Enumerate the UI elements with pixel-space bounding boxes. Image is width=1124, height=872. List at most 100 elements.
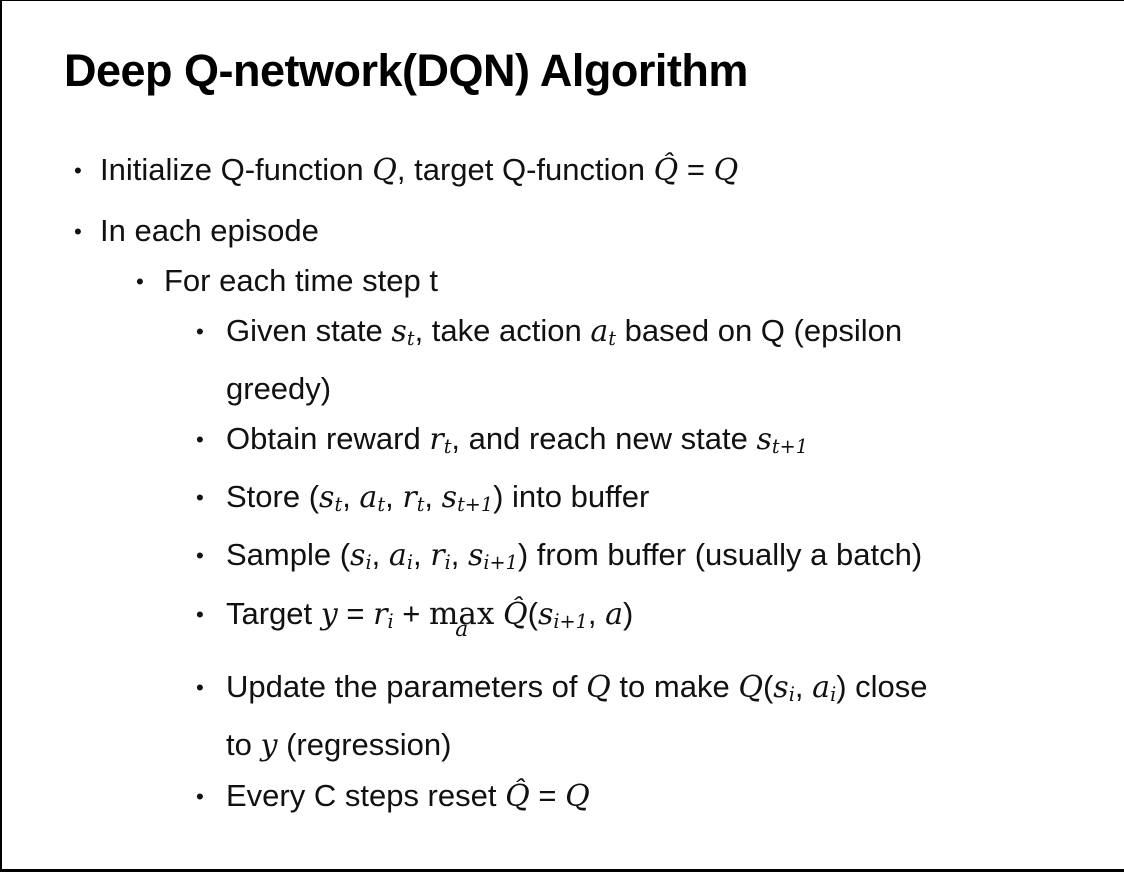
text-segment: , [587,595,606,631]
math-segment: t+1 [771,435,808,459]
math-segment: t [406,326,415,350]
text-segment: , [794,668,813,704]
text-segment: Store ( [226,479,320,515]
text-segment: greedy) [226,370,332,406]
math-segment: t [377,493,386,517]
text-segment: , [342,479,360,515]
math-segment: i [387,609,394,633]
math-segment: r [373,596,388,632]
math-segment: s [391,313,407,349]
math-segment: s [441,480,458,516]
bullet-item: • Sample (si, ai, ri, si+1) from buffer (… [64,530,1092,588]
bullet-item: •Initialize Q-function Q, target Q-funct… [64,145,1098,196]
text-segment [494,596,503,631]
text-segment: , [450,537,468,573]
math-segment: t [416,493,425,517]
bullet-text: Obtain reward rt, and reach new state st… [226,420,808,459]
text-segment: (regression) [277,727,452,763]
text-segment: , [424,479,442,515]
text-segment: , [371,537,389,573]
text-segment: ) [623,595,634,631]
bullet-text: Update the parameters of Q to make Q(si,… [226,668,928,764]
math-segment: Q [565,779,590,815]
math-segment: a [388,538,407,574]
text-segment: Initialize Q-function [100,151,373,187]
math-segment: Q [372,152,397,188]
text-segment: , and reach new state [451,420,757,456]
math-segment: Q̂ [505,779,530,815]
text-segment: Every C steps reset [226,778,506,814]
math-segment: s [319,480,335,516]
math-segment: Q̂ [653,152,679,188]
bullet-list: •Initialize Q-function Q, target Q-funct… [64,145,1098,822]
text-segment: = [337,595,374,631]
math-segment: Q [586,669,611,705]
bullet-marker-icon: • [196,543,204,569]
math-segment: r [402,480,417,516]
math-segment: i+1 [483,551,518,575]
bullet-marker-icon: • [74,157,82,183]
text-segment: For each time step t [164,262,438,298]
text-segment: = [529,778,566,814]
bullet-marker-icon: • [196,601,204,627]
bullet-item: • Update the parameters of Q to make Q(si… [64,662,1092,771]
math-segment: r [429,421,444,457]
math-segment: s [350,538,366,574]
math-segment: i [365,551,372,575]
bullet-marker-icon: • [196,784,204,810]
math-segment: Q [713,152,739,188]
math-segment: Q̂ [502,596,528,632]
math-segment: s [467,538,484,574]
text-segment: In each episode [100,212,319,248]
math-segment: i [788,683,795,707]
bullet-item: • In each episode [64,206,1098,256]
math-segment: i [406,551,413,575]
text-segment: to [226,727,261,763]
bullet-marker-icon: • [196,674,204,700]
text-segment: = [678,151,714,187]
bullet-marker-icon: • [196,318,204,344]
math-segment: a [812,669,831,705]
bullet-text: Every C steps reset Q̂ = Q [226,778,590,815]
math-segment: a [590,313,609,349]
math-segment: y [260,728,278,764]
bullet-marker-icon: • [74,218,82,244]
bullet-item: •Obtain reward rt, and reach new state s… [64,414,1092,472]
math-segment: y [320,596,338,632]
bullet-item: •Given state st, take action at based on… [64,306,1092,414]
math-segment: t [443,435,452,459]
text-segment: based on Q (epsilon [616,312,903,348]
text-segment: Sample ( [226,537,351,573]
bullet-text: Sample (si, ai, ri, si+1) from buffer (u… [226,537,922,575]
text-segment: ) into buffer [493,479,650,515]
bullet-item: • Store (st, at, rt, st+1) into buffer [64,472,1092,530]
text-segment: ( [527,595,538,631]
bullet-marker-icon: • [196,485,204,511]
text-segment: , [412,537,431,573]
text-segment: Given state [226,312,392,348]
bullet-text: Initialize Q-function Q, target Q-functi… [100,151,739,188]
math-segment: a [359,480,378,516]
bullet-text: In each episode [100,213,319,248]
bullet-text: Given state st, take action at based on … [226,313,902,406]
math-segment: r [430,538,445,574]
text-segment: ) close [836,668,928,704]
text-segment: Obtain reward [226,420,430,456]
math-segment: t [608,326,617,350]
math-segment: s [756,421,772,457]
math-segment: i+1 [553,609,588,633]
math-segment: Q [738,669,763,705]
text-segment: , target Q-function [396,151,654,187]
math-segment: a [605,596,624,632]
text-segment: + [393,595,429,631]
math-segment: t [334,493,343,517]
bullet-text: For each time step t [164,263,438,298]
math-segment: i [830,683,837,707]
text-segment: Update the parameters of [226,668,587,704]
math-segment: s [773,669,789,705]
bullet-text: Store (st, at, rt, st+1) into buffer [226,479,650,517]
math-segment: i [444,551,451,575]
